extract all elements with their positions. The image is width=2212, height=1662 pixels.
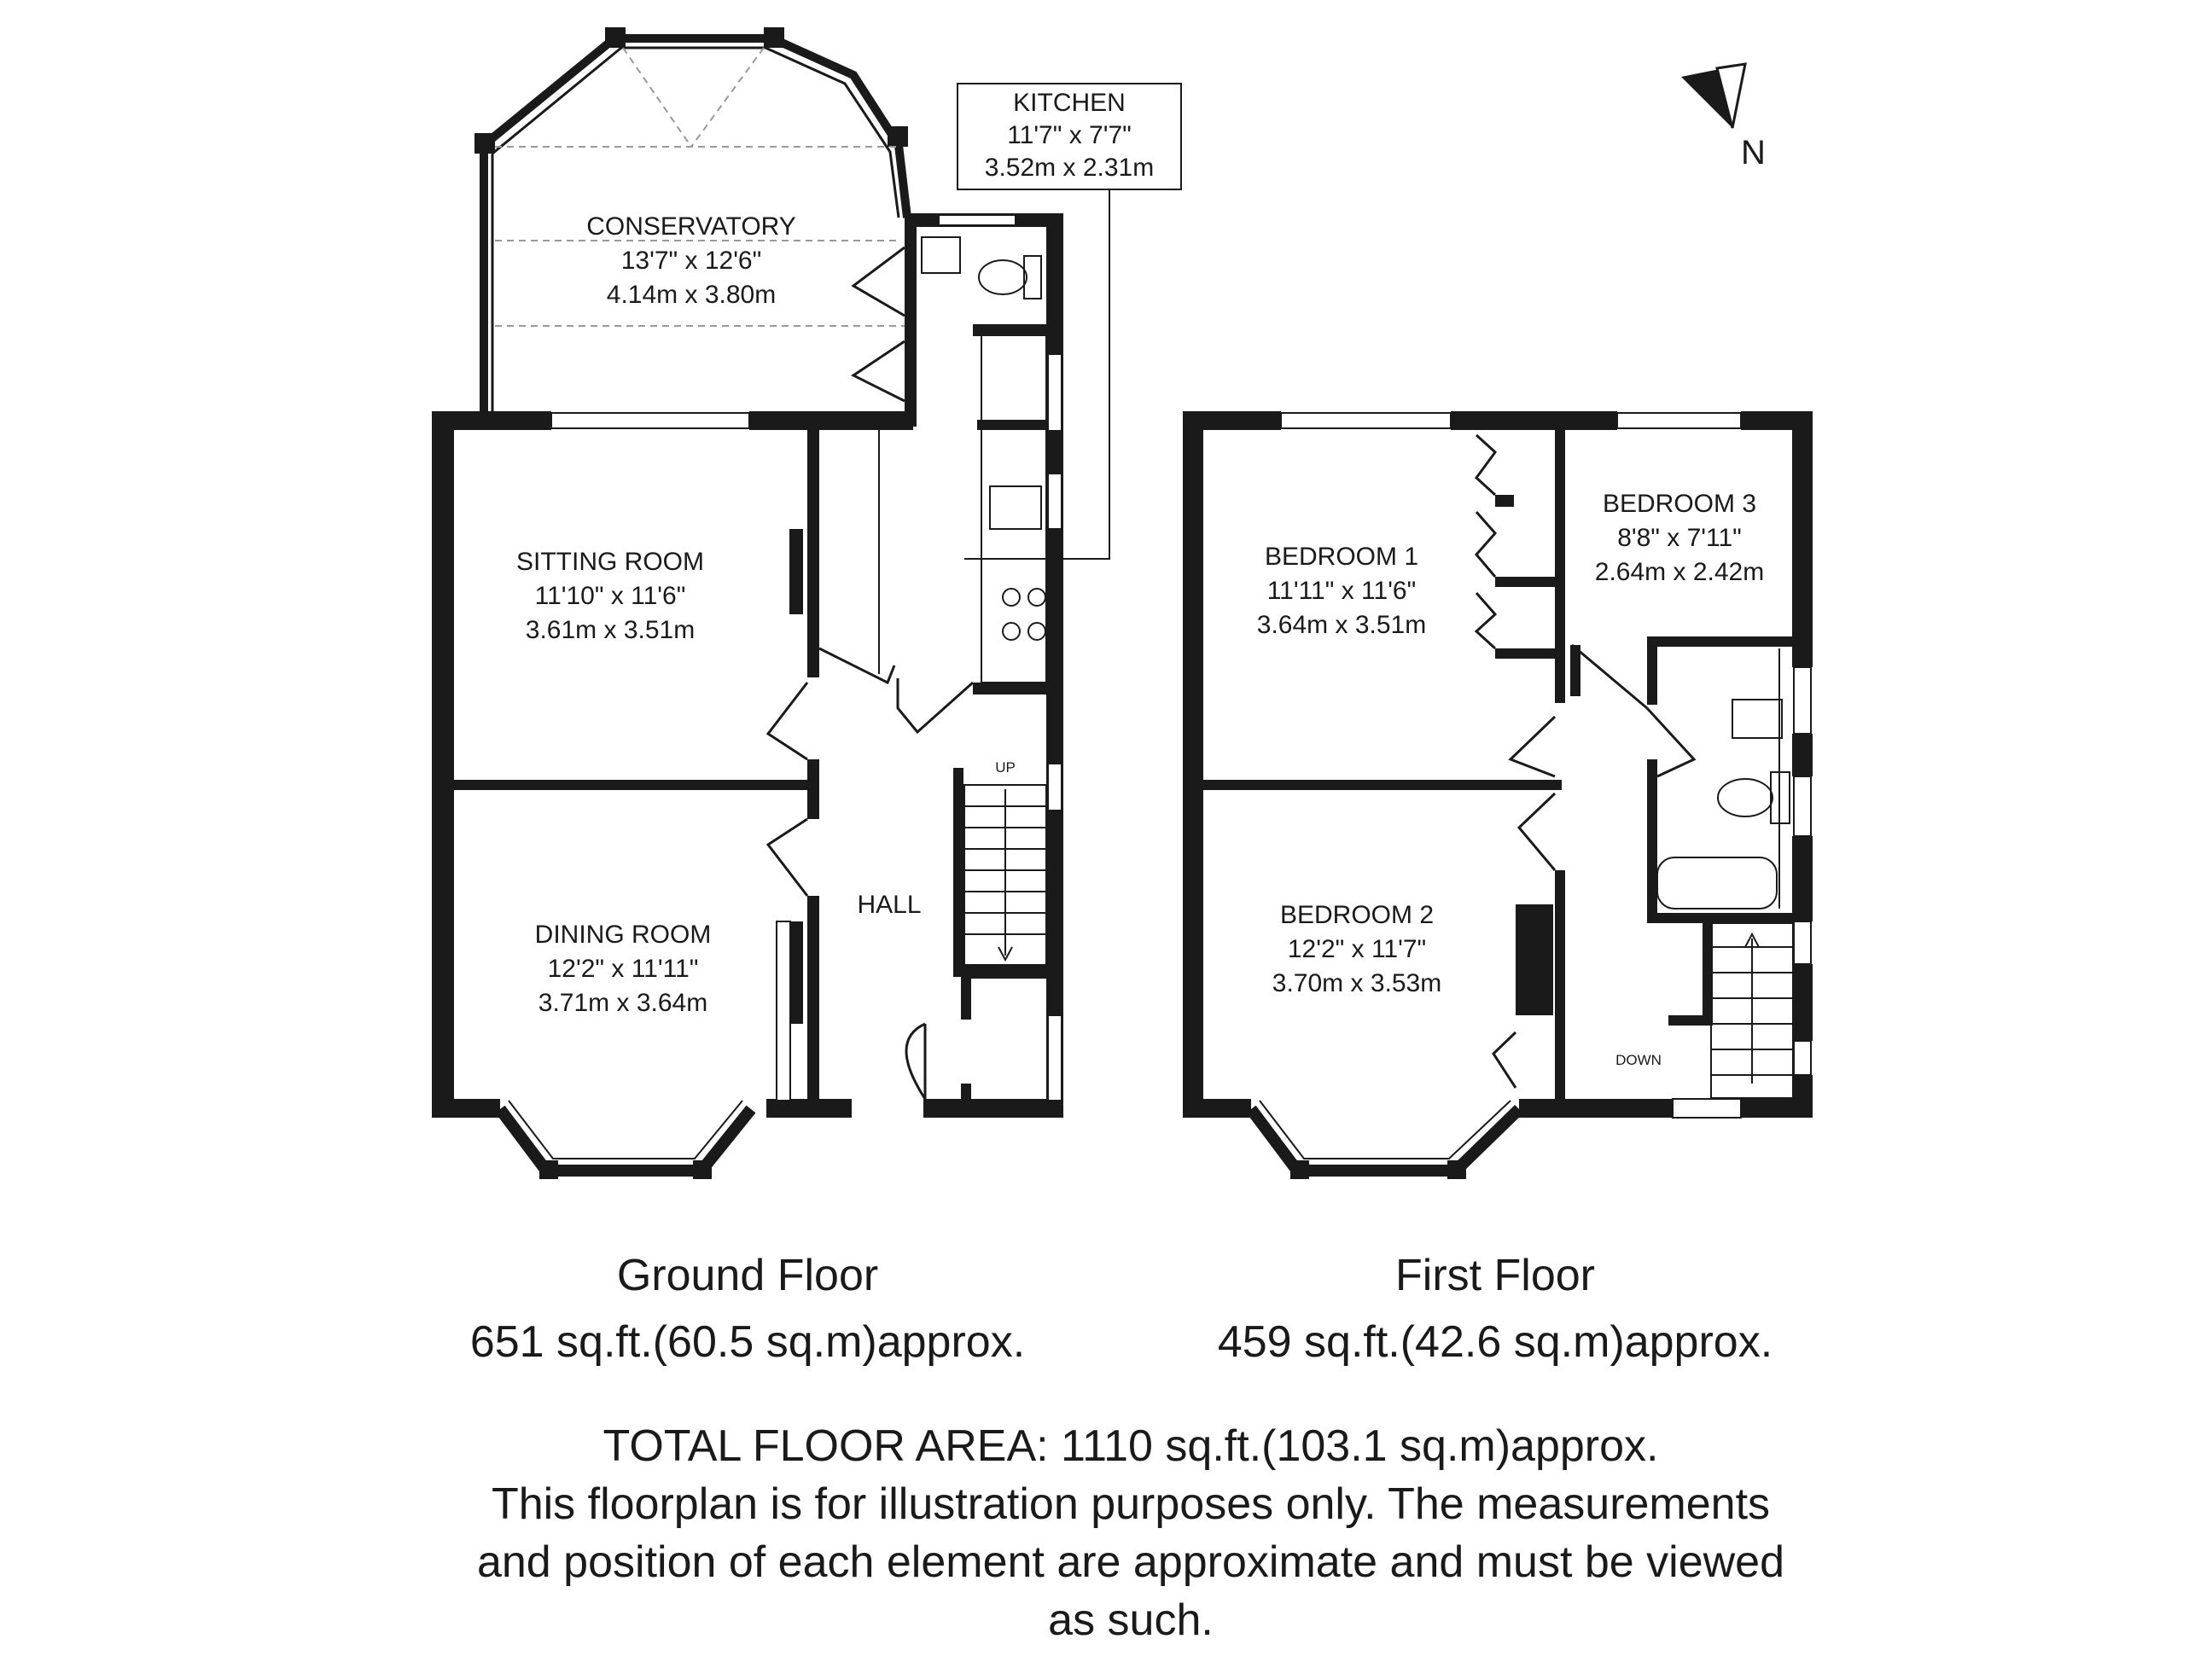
conservatory-name: CONSERVATORY [586,212,796,241]
ground-floor-plan [432,27,1182,1179]
ground-floor-area: 651 sq.ft.(60.5 sq.m)approx. [470,1317,1025,1367]
dining-room-imperial: 12'2" x 11'11" [548,955,699,983]
disclaimer-line-2: and position of each element are approxi… [477,1537,1784,1587]
bedroom-1-imperial: 11'11" x 11'6" [1267,577,1417,605]
north-compass-icon: N [1681,62,1766,171]
room-labels: KITCHEN 11'7" x 7'7" 3.52m x 2.31m CONSE… [516,89,1764,1068]
floor-titles: Ground Floor 651 sq.ft.(60.5 sq.m)approx… [470,1251,1773,1367]
kitchen-name: KITCHEN [1013,89,1126,117]
bedroom-1-metric: 3.64m x 3.51m [1257,611,1426,639]
bedroom-1-name: BEDROOM 1 [1265,543,1418,571]
ground-floor-title: Ground Floor [617,1251,878,1300]
bedroom-3-name: BEDROOM 3 [1603,490,1756,518]
bedroom-2-metric: 3.70m x 3.53m [1272,969,1441,997]
kitchen-metric: 3.52m x 2.31m [985,154,1154,182]
bedroom-3-metric: 2.64m x 2.42m [1595,558,1764,586]
first-floor-title: First Floor [1395,1251,1595,1300]
sitting-room-metric: 3.61m x 3.51m [526,616,695,644]
conservatory-metric: 4.14m x 3.80m [607,281,776,309]
dining-room-metric: 3.71m x 3.64m [538,989,707,1017]
compass-label: N [1741,134,1766,171]
stairs-down-label: DOWN [1615,1052,1662,1068]
sitting-room-imperial: 11'10" x 11'6" [535,582,686,610]
kitchen-label-box [957,83,1182,190]
first-floor-plan [1183,411,1813,1179]
footer-notes: TOTAL FLOOR AREA: 1110 sq.ft.(103.1 sq.m… [477,1421,1784,1645]
bedroom-2-imperial: 12'2" x 11'7" [1288,935,1426,963]
bedroom-3-imperial: 8'8" x 7'11" [1617,524,1742,552]
disclaimer-line-1: This floorplan is for illustration purpo… [492,1479,1770,1529]
kitchen-imperial: 11'7" x 7'7" [1007,121,1132,149]
bedroom-2-name: BEDROOM 2 [1280,901,1434,929]
total-floor-area: TOTAL FLOOR AREA: 1110 sq.ft.(103.1 sq.m… [603,1421,1659,1471]
dining-room-name: DINING ROOM [535,921,712,949]
sitting-room-name: SITTING ROOM [516,548,704,576]
first-floor-area: 459 sq.ft.(42.6 sq.m)approx. [1218,1317,1773,1367]
hall-name: HALL [857,891,921,919]
disclaimer-line-3: as such. [1048,1595,1214,1645]
conservatory-imperial: 13'7" x 12'6" [621,247,762,275]
stairs-up-label: UP [995,759,1016,776]
